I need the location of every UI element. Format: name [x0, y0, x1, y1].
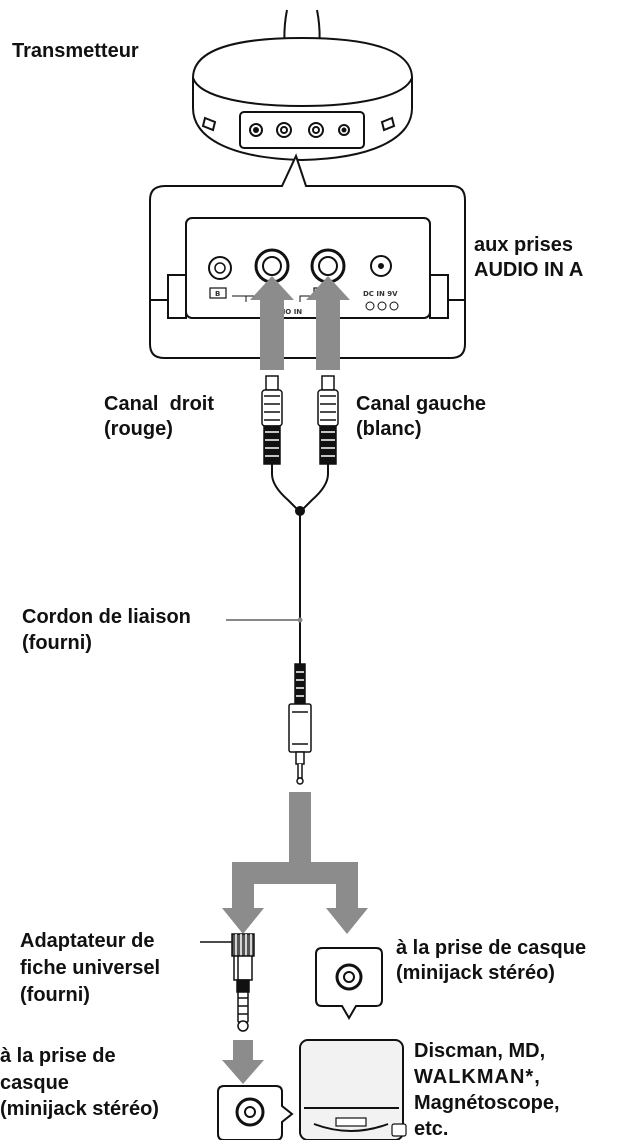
- rca-plugs: [261, 375, 339, 465]
- headphone-jack-right: [315, 947, 383, 1020]
- headphone-right-label-line1: à la prise de casque: [396, 937, 587, 959]
- headphone-right-label-line2: (minijack stéréo): [396, 962, 555, 984]
- universal-adapter: [231, 933, 255, 1032]
- devices-label-line2: WALKMAN*,: [414, 1066, 541, 1088]
- rca-plug-red: [261, 375, 283, 465]
- left-channel-label-line2: (blanc): [356, 418, 422, 440]
- right-channel-label-line1: Canal droit: [104, 393, 215, 415]
- audio-in-marking: AUDIO IN: [266, 308, 302, 316]
- zoom-panel-face: [185, 217, 431, 319]
- zoom-callout: [149, 153, 466, 359]
- devices-label-line4: etc.: [414, 1118, 449, 1140]
- audio-in-label-line1: aux prises: [474, 234, 573, 256]
- transmitter-unit: [192, 9, 413, 162]
- right-channel-label-line2: (rouge): [104, 418, 173, 440]
- headphone-left-label-line2: casque: [0, 1072, 69, 1094]
- headphone-jack-left: [217, 1085, 294, 1140]
- jack-b-marking: B: [215, 290, 220, 298]
- dc-in-marking: DC IN 9V: [363, 290, 398, 298]
- arrow-to-left-jack: [306, 276, 350, 370]
- rca-plug-white: [317, 375, 339, 465]
- cord-label-line2: (fourni): [22, 632, 92, 654]
- arrow-to-right-jack: [250, 276, 294, 370]
- arrow-to-left-jack-target: [222, 1040, 264, 1084]
- audio-in-label-line2: AUDIO IN A: [474, 259, 584, 281]
- portable-player-device: [299, 1039, 407, 1140]
- left-channel-label-line1: Canal gauche: [356, 393, 487, 415]
- cord-label-line1: Cordon de liaison: [22, 606, 191, 628]
- minijack-plug: [288, 663, 312, 785]
- arrows-to-jacks: [250, 276, 350, 370]
- transmitter-label: Transmetteur: [12, 40, 139, 62]
- devices-label-line3: Magnétoscope,: [414, 1092, 560, 1114]
- transmitter-jack-panel: [239, 111, 365, 149]
- adapter-label-line2: fiche universel: [20, 957, 161, 979]
- devices-label-line1: Discman, MD,: [414, 1040, 546, 1062]
- transmitter-top-rim: [192, 77, 413, 108]
- adapter-label-line1: Adaptateur de: [20, 930, 155, 952]
- headphone-left-label-line1: à la prise de: [0, 1045, 116, 1067]
- adapter-label-line3: (fourni): [20, 984, 90, 1006]
- headphone-left-label-line3: (minijack stéréo): [0, 1098, 159, 1120]
- connection-cord: [271, 464, 329, 664]
- split-arrow: [222, 792, 368, 934]
